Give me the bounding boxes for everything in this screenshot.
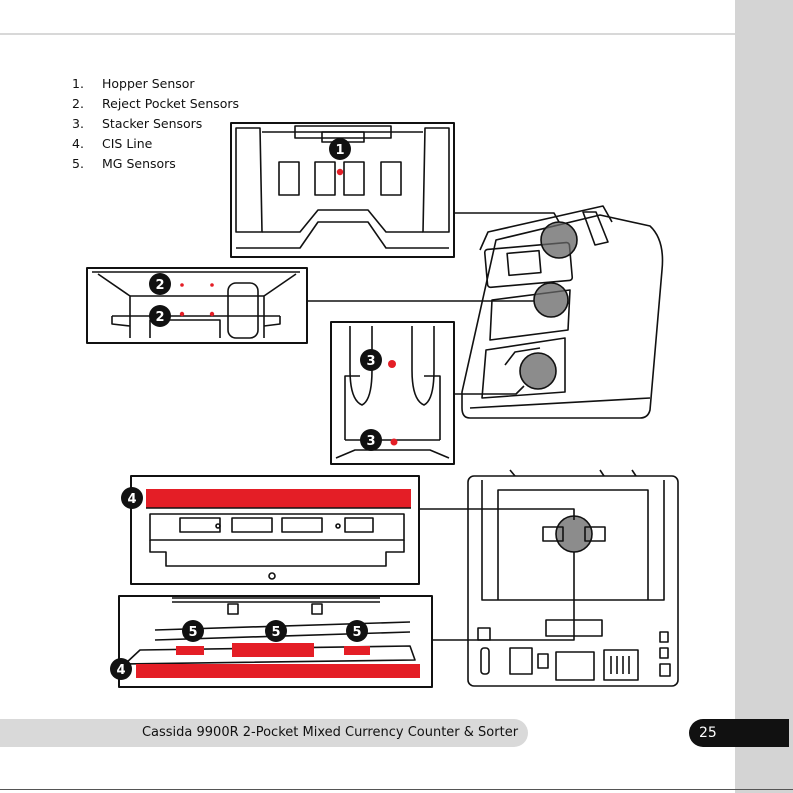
- callout-badge-5a: 5: [182, 620, 204, 642]
- reject-pocket-detail-panel: [87, 268, 307, 343]
- svg-text:1: 1: [335, 143, 344, 158]
- svg-text:2: 2: [155, 310, 164, 325]
- callout-badge-3a: 3: [360, 349, 382, 371]
- page-number: 25: [689, 719, 789, 747]
- callout-badge-2b: 2: [149, 305, 171, 327]
- page-side-bar: [735, 0, 793, 793]
- bottom-rule: [0, 789, 793, 790]
- svg-text:4: 4: [127, 492, 136, 507]
- svg-text:3: 3: [366, 354, 375, 369]
- sensor-diagram: 1 2 2 3 3 4 4 5 5 5: [0, 0, 735, 715]
- cis-line-detail-panel: [131, 476, 419, 584]
- callout-badge-4b: 4: [110, 658, 132, 680]
- callout-badge-5c: 5: [346, 620, 368, 642]
- stacker-detail-panel: [331, 322, 454, 464]
- machine-front-illustration: [462, 206, 663, 418]
- callout-badge-4a: 4: [121, 487, 143, 509]
- svg-text:5: 5: [352, 625, 361, 640]
- callout-badge-5b: 5: [265, 620, 287, 642]
- footer-title: Cassida 9900R 2-Pocket Mixed Currency Co…: [0, 719, 660, 747]
- svg-text:5: 5: [271, 625, 280, 640]
- callout-badge-2a: 2: [149, 273, 171, 295]
- svg-text:2: 2: [155, 278, 164, 293]
- machine-rear-illustration: [468, 470, 678, 686]
- callout-badge-3b: 3: [360, 429, 382, 451]
- svg-text:5: 5: [188, 625, 197, 640]
- callout-badge-1: 1: [329, 138, 351, 160]
- svg-text:4: 4: [116, 663, 125, 678]
- svg-text:3: 3: [366, 434, 375, 449]
